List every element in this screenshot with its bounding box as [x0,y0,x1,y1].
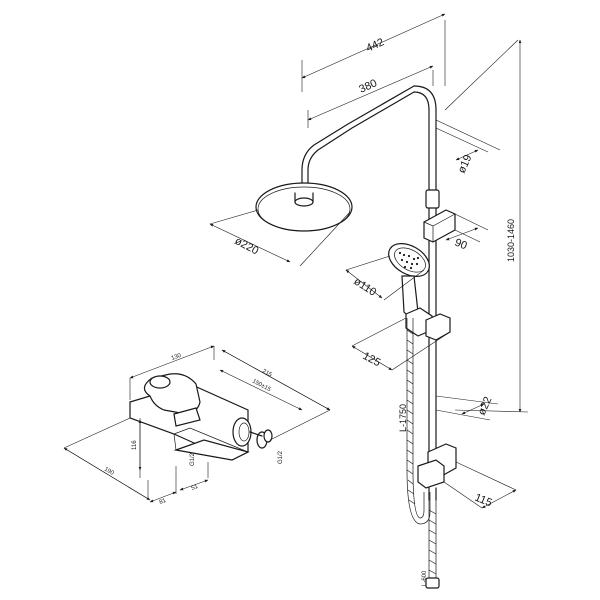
dim-diameter-19: ø19 [456,153,475,175]
dim-overall-height: 1030-1460 [506,219,516,262]
dim-thread-outlet: G1/2 [190,452,196,466]
rain-shower-head [255,182,353,232]
dim-diameter-220: ø220 [233,235,261,257]
dim-mixer-116: 116 [132,440,138,450]
dim-90: 90 [453,237,469,253]
dim-thread-inlet: G1/2 [278,450,284,464]
dim-mixer-81: 81 [159,498,168,506]
dim-mixer-150: 150±15 [251,378,272,393]
arm-curve [413,85,437,111]
dim-125: 125 [361,350,383,369]
dim-mixer-190: 190 [103,467,115,478]
dim-diameter-22: ø22 [476,395,495,417]
rail [428,109,437,481]
overhead-arm [301,85,415,191]
dim-diameter-110: ø110 [351,275,378,298]
dim-hose-1750: L-1750 [398,404,408,432]
dim-115: 115 [473,492,494,510]
mixer [129,373,273,461]
column-dimensions: 442 380 ø19 1030-1460 ø220 90 ø110 125 L… [209,13,529,586]
dim-mixer-51: 51 [191,484,200,492]
hand-shower-holder [405,307,451,341]
dim-mixer-130: 130 [171,353,183,362]
dim-442: 442 [364,36,386,54]
lower-hose [425,500,440,589]
hose [406,318,431,525]
dim-380: 380 [357,77,379,95]
bottom-bracket [417,443,457,501]
dim-hose-600: L-600 [422,570,428,586]
mixer-dimensions: 130 215 150±15 116 190 81 51 G1/2 G1/2 [63,345,331,506]
shower-column [255,85,457,589]
hand-shower [388,243,430,319]
